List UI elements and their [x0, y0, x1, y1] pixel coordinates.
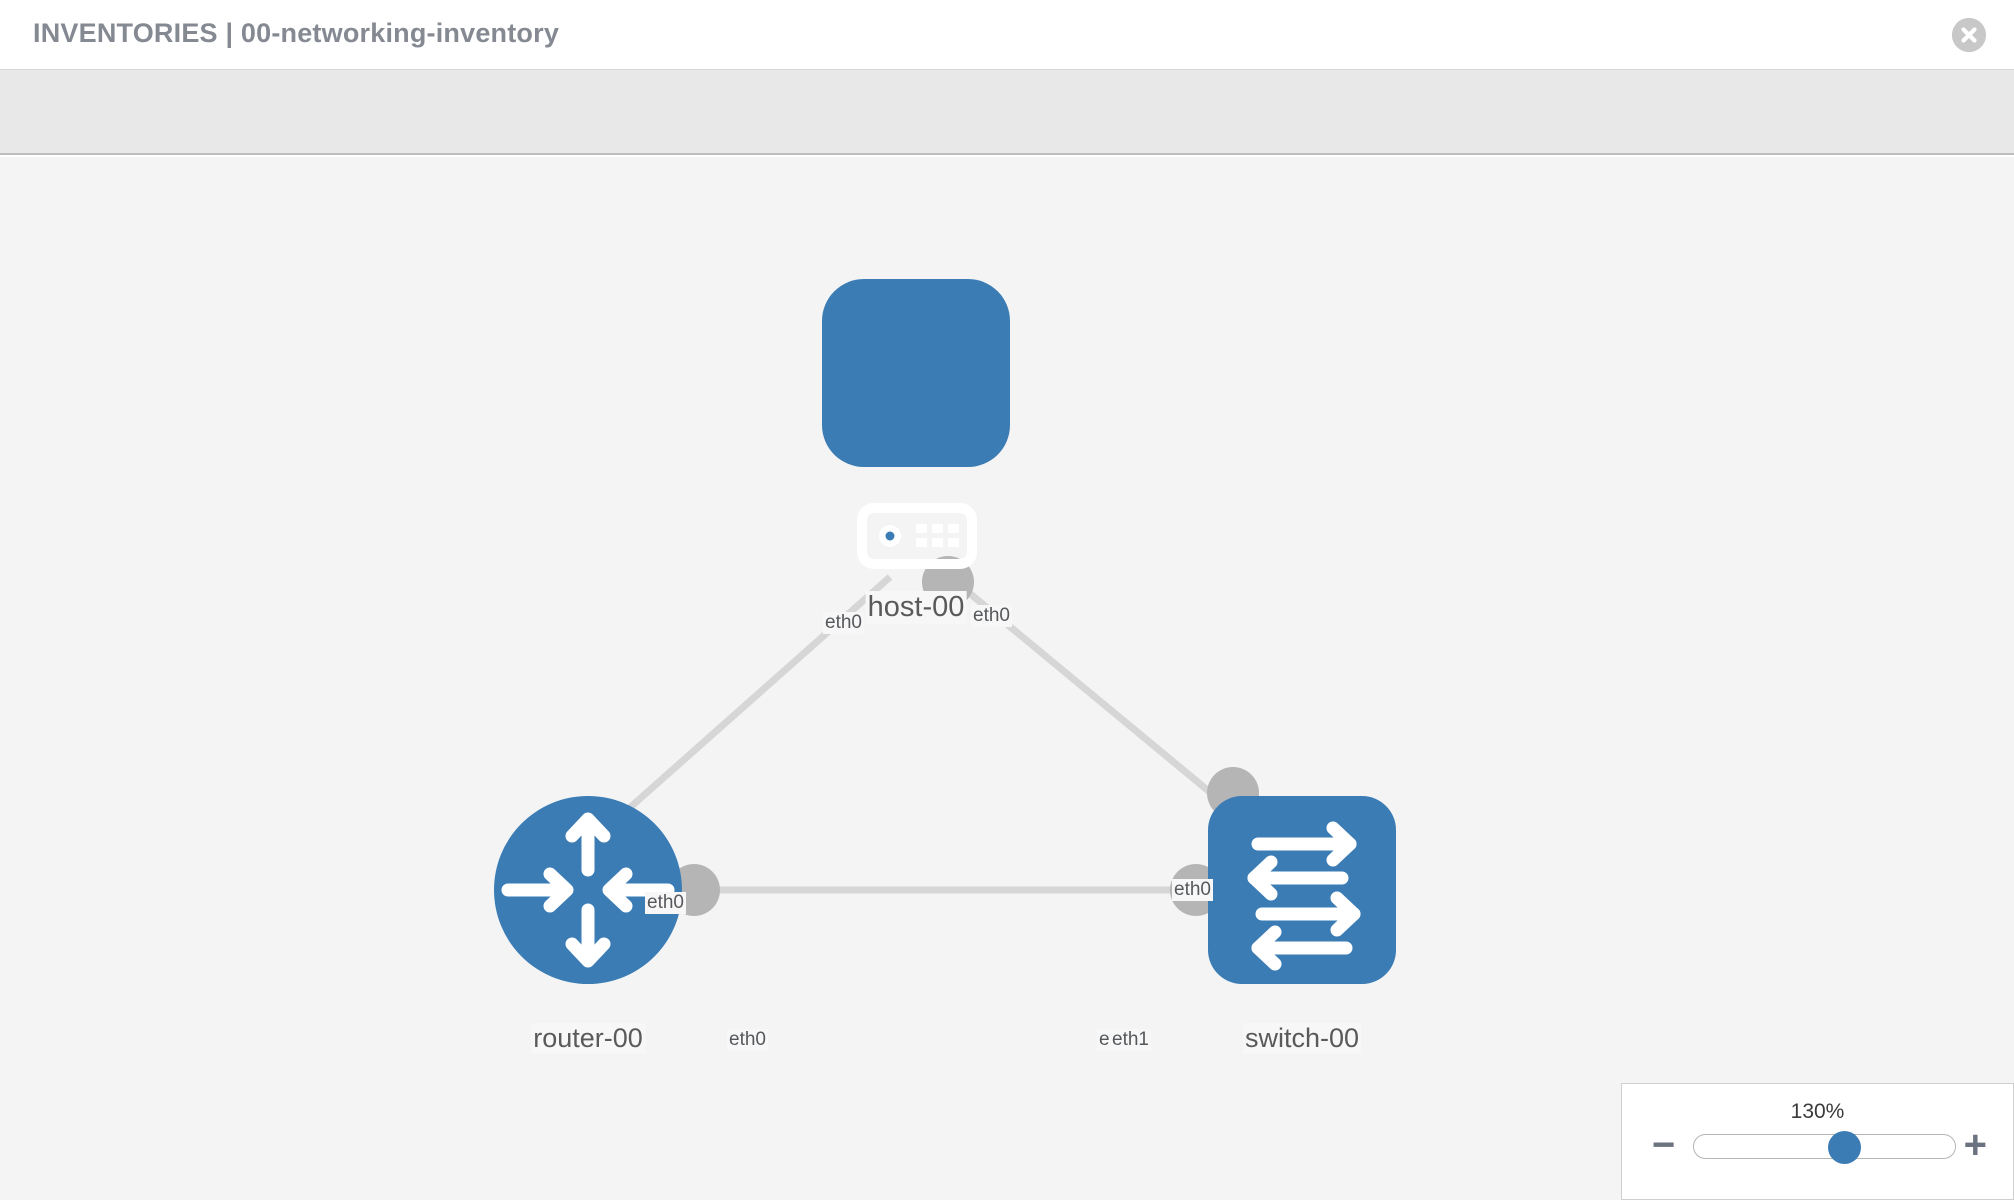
- iface-label-host-left: eth0: [823, 612, 864, 634]
- page-header: INVENTORIES | 00-networking-inventory: [0, 0, 2014, 70]
- iface-label-router-eth0: eth0: [727, 1029, 768, 1051]
- iface-label-host-right: eth0: [971, 605, 1012, 627]
- toolbar: ACTIONS SEARCH: [0, 70, 2014, 212]
- zoom-slider[interactable]: [1693, 1131, 1956, 1164]
- node-host-00: [822, 279, 1010, 569]
- close-icon[interactable]: [1952, 18, 1986, 52]
- router-arrows-icon: [501, 812, 675, 968]
- iface-label-router-uplink: eth0: [645, 892, 686, 914]
- node-label-router: router-00: [531, 1023, 645, 1054]
- server-icon: [857, 503, 977, 569]
- zoom-slider-thumb[interactable]: [1827, 1131, 1861, 1164]
- zoom-control-panel: 130% − +: [1621, 1083, 2014, 1200]
- iface-label-switch-uplink: eth0: [1172, 879, 1213, 901]
- iface-label-switch-eth1: eth1: [1110, 1029, 1151, 1051]
- node-router-00: [494, 796, 682, 984]
- zoom-out-button[interactable]: −: [1652, 1123, 1676, 1167]
- zoom-level-value: 130%: [1790, 1100, 1845, 1123]
- node-switch-00: [1208, 796, 1396, 984]
- page-title: INVENTORIES | 00-networking-inventory: [33, 18, 560, 48]
- topology-canvas[interactable]: host-00 router-00 switch-00 eth0 eth0 et…: [0, 157, 2014, 1200]
- node-label-switch: switch-00: [1242, 1023, 1362, 1054]
- switch-arrows-icon: [1247, 821, 1361, 971]
- zoom-in-button[interactable]: +: [1963, 1123, 1987, 1167]
- node-label-host: host-00: [865, 591, 967, 624]
